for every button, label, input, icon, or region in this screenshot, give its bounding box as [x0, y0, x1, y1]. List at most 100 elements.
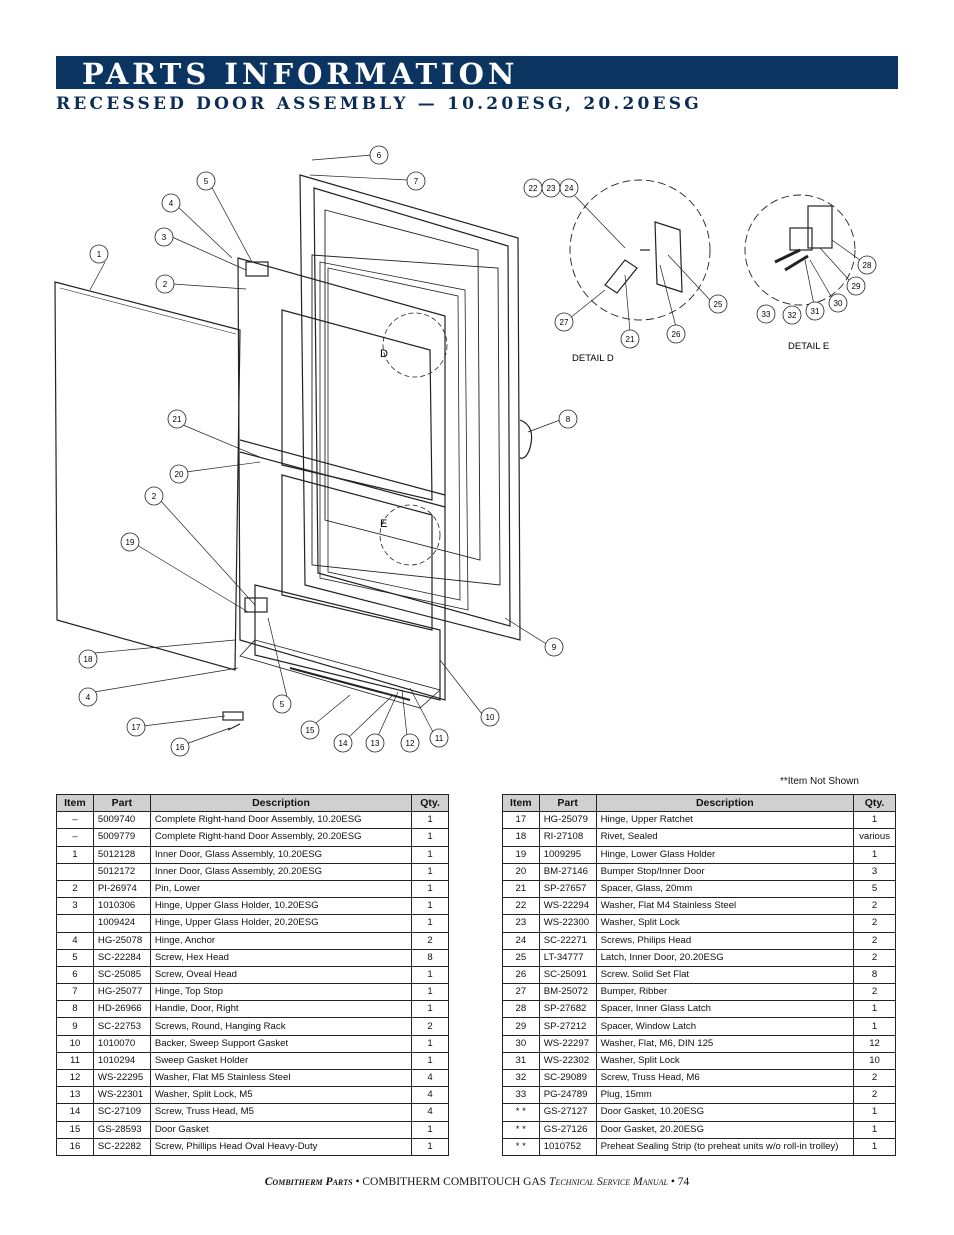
cell-qty: 1	[853, 845, 896, 864]
cell-description: Inner Door, Glass Assembly, 20.20ESG	[149, 862, 413, 881]
header-qty: Qty.	[411, 793, 449, 813]
cell-part: HG-25077	[92, 983, 151, 1002]
cell-part: WS-22302	[538, 1051, 597, 1071]
cell-qty: 3	[853, 862, 896, 881]
cell-qty: 1	[853, 1103, 896, 1122]
cell-description: Screw, Phillips Head Oval Heavy-Duty	[149, 1137, 413, 1156]
cell-item: 12	[56, 1068, 94, 1088]
cell-description: Bumper, Ribber	[595, 983, 855, 1002]
cell-description: Screws, Round, Hanging Rack	[149, 1017, 413, 1036]
footer-product: COMBITHERM COMBITOUCH GAS	[362, 1176, 550, 1188]
detail-d-label: DETAIL D	[572, 353, 614, 364]
cell-part: 5009779	[92, 828, 151, 847]
callout-label: 17	[132, 723, 141, 732]
cell-qty: 1	[853, 1000, 896, 1019]
page-title: PARTS INFORMATION	[82, 57, 519, 91]
cell-part: SC-22753	[92, 1017, 151, 1036]
cell-qty: 1	[411, 965, 449, 985]
callout-label: 20	[175, 470, 184, 479]
cell-part: RI-27108	[538, 828, 597, 847]
cell-qty: 1	[853, 811, 896, 830]
cell-part: 5012128	[92, 845, 151, 864]
cell-item: 26	[502, 965, 540, 985]
cell-description: Screws, Philips Head	[595, 931, 855, 950]
cell-description: Screw, Oveal Head	[149, 965, 413, 985]
callout-label: 32	[788, 311, 797, 320]
cell-part: WS-22294	[538, 897, 597, 916]
cell-item: 5	[56, 948, 94, 967]
cell-part: GS-27126	[538, 1120, 597, 1139]
cell-qty: 1	[411, 1051, 449, 1071]
callout-label: 10	[486, 713, 495, 722]
cell-qty: 1	[411, 983, 449, 1002]
cell-qty: 5	[853, 879, 896, 899]
cell-part: 1009295	[538, 845, 597, 864]
cell-item: 2	[56, 879, 94, 899]
cell-part: SC-27109	[92, 1103, 151, 1122]
cell-description: Plug, 15mm	[595, 1086, 855, 1105]
section-subtitle: RECESSED DOOR ASSEMBLY — 10.20ESG, 20.20…	[56, 94, 702, 114]
header-part: Part	[92, 793, 151, 813]
cell-qty: 1	[853, 1120, 896, 1139]
cell-part: 1010306	[92, 897, 151, 916]
cell-item: –	[56, 811, 94, 830]
cell-part: SC-22271	[538, 931, 597, 950]
callout-label: 29	[852, 282, 861, 291]
cell-part: 5012172	[92, 862, 151, 881]
cell-qty: 12	[853, 1034, 896, 1053]
header-item: Item	[56, 793, 94, 813]
cell-qty: 1	[411, 879, 449, 899]
callout-label: 22	[529, 184, 538, 193]
cell-part: WS-22295	[92, 1068, 151, 1088]
cell-qty: 1	[411, 1034, 449, 1053]
cell-description: Inner Door, Glass Assembly, 10.20ESG	[149, 845, 413, 864]
cell-part: WS-22300	[538, 914, 597, 933]
cell-description: Washer, Flat M4 Stainless Steel	[595, 897, 855, 916]
cell-item: 16	[56, 1137, 94, 1156]
cell-qty: 1	[411, 1000, 449, 1019]
cell-qty: 4	[411, 1068, 449, 1088]
callout-label: 4	[169, 199, 174, 208]
cell-item: 27	[502, 983, 540, 1002]
cell-part: GS-27127	[538, 1103, 597, 1122]
cell-qty: 1	[411, 828, 449, 847]
header-description: Description	[149, 793, 413, 813]
cell-item: 17	[502, 811, 540, 830]
cell-part: LT-34777	[538, 948, 597, 967]
cell-part: SP-27657	[538, 879, 597, 899]
cell-qty: 2	[853, 914, 896, 933]
cell-description: Preheat Sealing Strip (to preheat units …	[595, 1137, 855, 1156]
cell-description: Pin, Lower	[149, 879, 413, 899]
cell-part: SC-22284	[92, 948, 151, 967]
cell-qty: 1	[411, 862, 449, 881]
callout-label: 4	[86, 693, 91, 702]
cell-description: Washer, Split Lock, M5	[149, 1086, 413, 1105]
callout-label: 5	[204, 177, 209, 186]
cell-qty: 2	[853, 931, 896, 950]
cell-part: 1010070	[92, 1034, 151, 1053]
item-not-shown-note: **Item Not Shown	[780, 776, 859, 787]
cell-part: 1009424	[92, 914, 151, 933]
footer-manual: Technical Service Manual	[549, 1176, 668, 1188]
cell-item: 8	[56, 1000, 94, 1019]
cell-description: Latch, Inner Door, 20.20ESG	[595, 948, 855, 967]
callout-label: 19	[126, 538, 135, 547]
cell-item: 25	[502, 948, 540, 967]
